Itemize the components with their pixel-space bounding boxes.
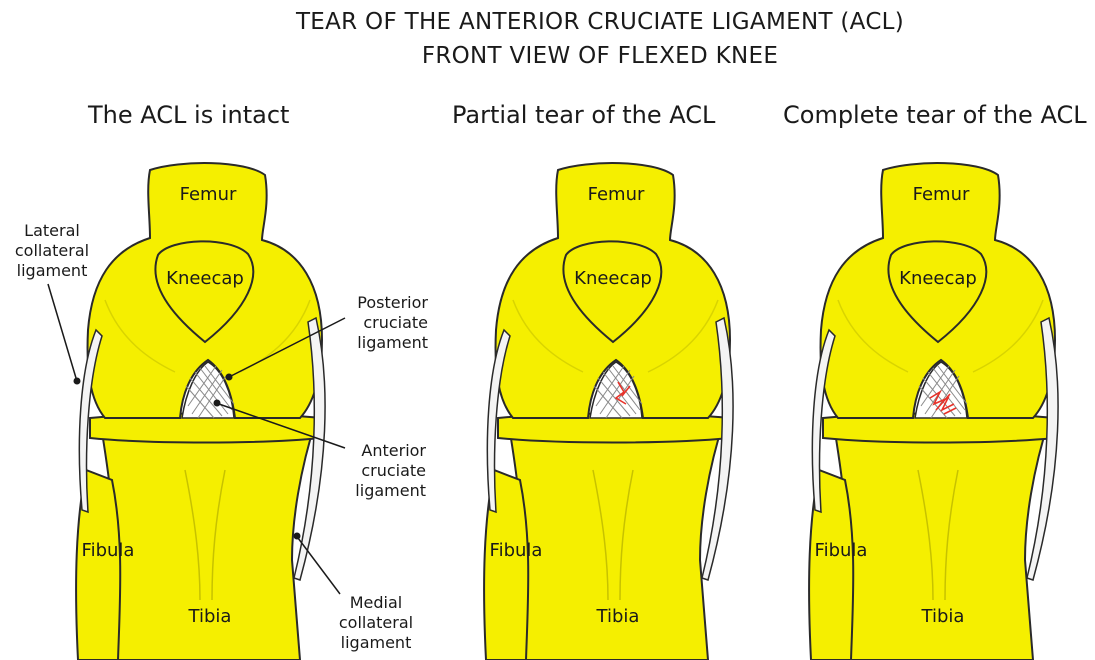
callout-line: Anterior	[361, 441, 426, 460]
fibula-label: Fibula	[82, 540, 135, 561]
callout-line: cruciate	[363, 313, 428, 332]
callout-line: ligament	[341, 633, 412, 652]
knee-illustration-complete-tear	[809, 163, 1058, 660]
callout-line: collateral	[339, 613, 413, 632]
callout-line: Posterior	[357, 293, 428, 312]
callout-line: ligament	[357, 333, 428, 352]
femur-label: Femur	[588, 184, 645, 205]
callout-line: Medial	[350, 593, 403, 612]
tibia-label: Tibia	[921, 606, 965, 627]
femur-label: Femur	[913, 184, 970, 205]
callout-line: ligament	[355, 481, 426, 500]
fibula-label: Fibula	[815, 540, 868, 561]
callout-line: collateral	[15, 241, 89, 260]
tibia-label: Tibia	[596, 606, 640, 627]
knee-illustration-intact	[76, 163, 325, 660]
fibula-label: Fibula	[490, 540, 543, 561]
femur-label: Femur	[180, 184, 237, 205]
kneecap-label: Kneecap	[574, 268, 652, 289]
callout-line: cruciate	[361, 461, 426, 480]
callout-medial-collateral-ligament: Medial collateral ligament	[294, 533, 414, 653]
callout-line: Lateral	[24, 221, 80, 240]
callout-line: ligament	[17, 261, 88, 280]
tibia-label: Tibia	[188, 606, 232, 627]
kneecap-label: Kneecap	[899, 268, 977, 289]
knee-illustration-partial-tear	[484, 163, 733, 660]
callout-lateral-collateral-ligament: Lateral collateral ligament	[15, 221, 89, 385]
kneecap-label: Kneecap	[166, 268, 244, 289]
